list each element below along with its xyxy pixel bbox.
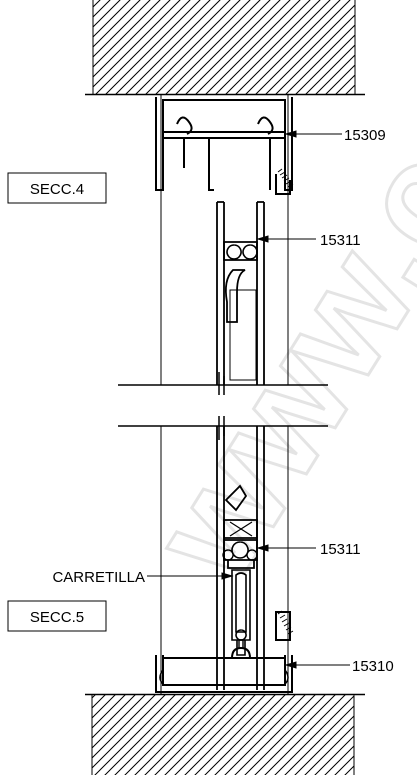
callout-bottom-frame: 15310 <box>352 658 394 675</box>
callout-leaders <box>147 130 350 669</box>
callout-top-frame: 15309 <box>344 127 386 144</box>
callout-trolley: CARRETILLA <box>52 569 145 586</box>
top-frame-profile <box>155 97 294 195</box>
section-label-lower: SECC.5 <box>30 609 84 626</box>
upper-sash-profile <box>216 201 265 395</box>
trolley-wheel <box>231 569 251 656</box>
callout-lower-sash: 15311 <box>320 541 361 558</box>
section-box-upper: SECC.4 <box>7 172 107 204</box>
section-box-lower: SECC.5 <box>7 600 107 632</box>
callout-upper-sash: 15311 <box>320 232 361 249</box>
floor-slab <box>85 693 365 775</box>
lower-sash-profile <box>216 416 265 690</box>
ceiling-slab <box>85 0 365 96</box>
bottom-frame-profile <box>155 610 294 693</box>
frame-jambs <box>160 95 289 694</box>
section-label-upper: SECC.4 <box>30 181 84 198</box>
break-lines <box>118 384 328 427</box>
